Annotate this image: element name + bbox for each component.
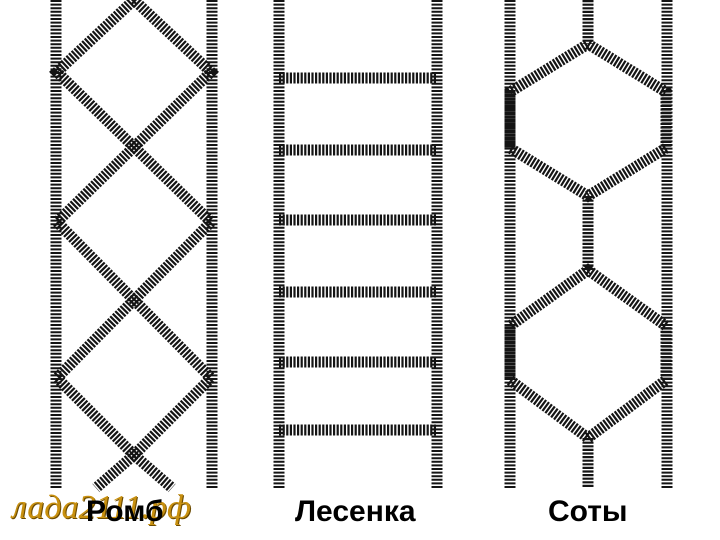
romb-zigzag-a <box>49 0 219 493</box>
site-watermark: лада2111.рф <box>12 489 192 526</box>
pattern-lesenka <box>273 0 443 488</box>
romb-zigzag-b <box>49 0 219 493</box>
label-lesenka: Лесенка <box>295 495 416 528</box>
pattern-romb <box>49 0 219 493</box>
label-soty: Соты <box>548 495 628 528</box>
label-romb: Ромб <box>86 495 164 528</box>
soty-hexagon-top <box>504 37 672 203</box>
soty-hexagon-bottom <box>504 263 672 445</box>
pattern-soty <box>504 0 673 488</box>
